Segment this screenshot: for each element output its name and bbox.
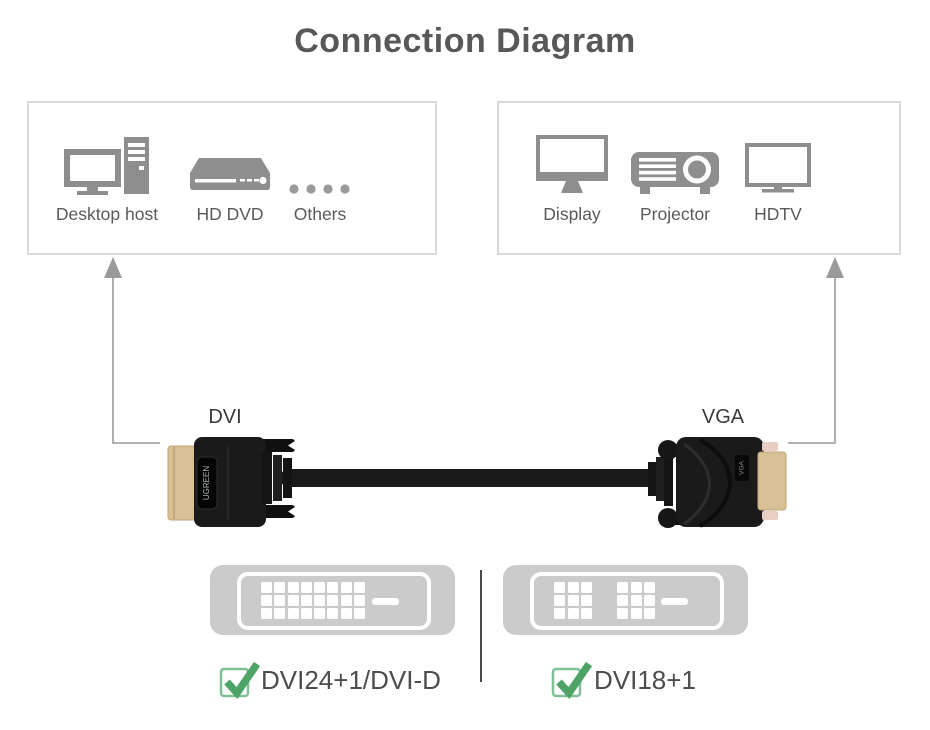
device-label: Others xyxy=(293,204,347,224)
device-label: Desktop host xyxy=(55,204,159,224)
dvi24-port-icon xyxy=(210,565,455,635)
device-label: Display xyxy=(543,204,601,224)
dvi-connector: UGREEN xyxy=(167,437,295,527)
left-arrow xyxy=(104,257,160,444)
projector-icon xyxy=(631,149,719,195)
dvi18-checkbox-icon xyxy=(551,661,593,700)
output-devices-box: Display Projector xyxy=(497,101,901,255)
device-label: HD DVD xyxy=(196,204,264,224)
hdtv-icon xyxy=(745,143,811,195)
source-devices-box: Desktop host HD DVD xyxy=(27,101,437,255)
device-label: HDTV xyxy=(754,204,802,224)
dvi18-port-icon xyxy=(503,565,748,635)
cable-wire xyxy=(280,469,672,487)
port-label-dvi18: DVI18+1 xyxy=(594,665,696,695)
dvi24-checkbox-icon xyxy=(219,661,261,700)
display-monitor-icon xyxy=(536,135,608,195)
others-dots-icon xyxy=(288,183,352,195)
desktop-host-icon xyxy=(64,137,150,195)
device-item-projector: Projector xyxy=(625,149,725,225)
device-item-display: Display xyxy=(517,135,627,225)
dvi-label: DVI xyxy=(208,406,242,428)
device-item-desktop-host: Desktop host xyxy=(45,137,169,225)
device-item-others: Others xyxy=(277,183,363,225)
device-item-hdtv: HDTV xyxy=(735,143,821,225)
vga-label: VGA xyxy=(701,406,745,428)
device-label: Projector xyxy=(639,204,711,224)
hd-dvd-player-icon xyxy=(190,158,270,195)
vga-connector: VGA xyxy=(648,437,787,528)
right-arrow xyxy=(788,257,844,444)
port-label-dvi24: DVI24+1/DVI-D xyxy=(261,665,441,695)
device-item-hd-dvd: HD DVD xyxy=(177,158,283,225)
brand-label: UGREEN xyxy=(202,466,211,500)
page-title: Connection Diagram xyxy=(294,22,636,60)
vga-port-marking: VGA xyxy=(739,460,746,474)
